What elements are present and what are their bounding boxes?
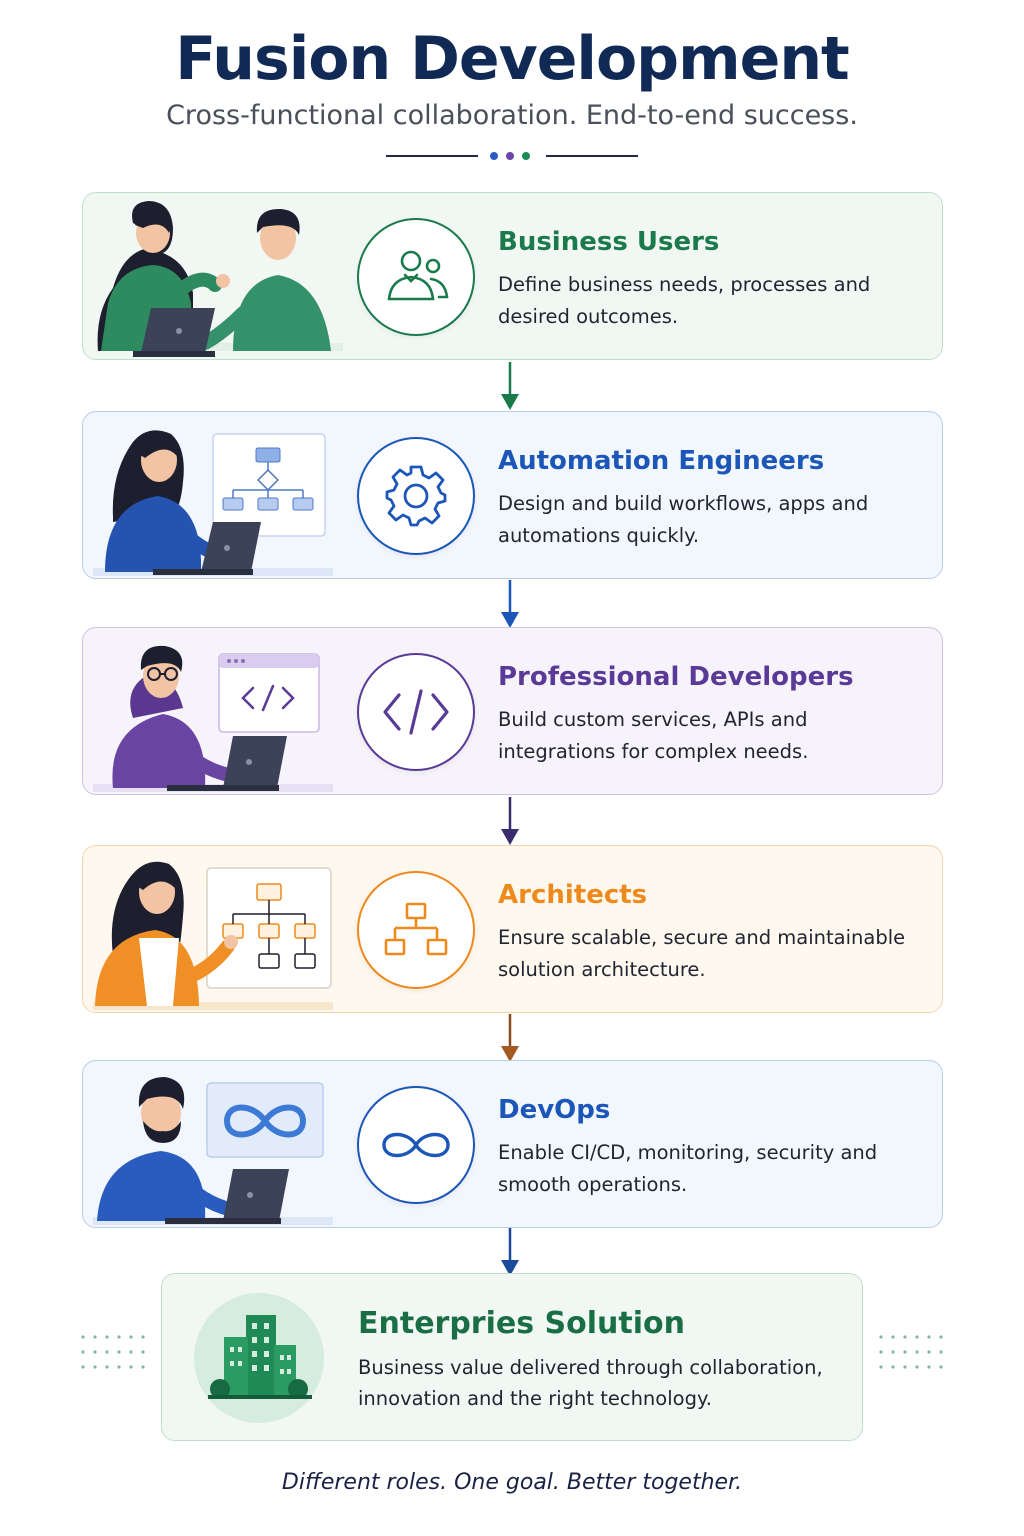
page-title: Fusion Development bbox=[175, 24, 849, 94]
role-description: Define business needs, processes and des… bbox=[498, 273, 871, 328]
infinity-icon bbox=[382, 1132, 450, 1158]
role-card-professional-developers: Professional Developers Build custom ser… bbox=[82, 627, 943, 795]
architects-icon-badge bbox=[357, 871, 475, 989]
page-subtitle: Cross-functional collaboration. End-to-e… bbox=[166, 100, 858, 131]
architects-illustration bbox=[93, 861, 333, 1010]
role-title: DevOps bbox=[498, 1095, 611, 1125]
code-icon bbox=[383, 689, 449, 735]
hierarchy-icon bbox=[384, 902, 448, 956]
outcome-card-enterprise-solution: Enterpries Solution Business value deliv… bbox=[161, 1273, 863, 1441]
role-title: Automation Engineers bbox=[498, 446, 825, 476]
role-card-automation-engineers: Automation Engineers Design and build wo… bbox=[82, 411, 943, 579]
automation-engineers-illustration bbox=[93, 430, 333, 576]
building-icon bbox=[208, 1315, 312, 1399]
professional-developers-illustration bbox=[93, 645, 333, 792]
outcome-title: Enterpries Solution bbox=[358, 1306, 685, 1341]
decorative-dots-right bbox=[879, 1335, 943, 1369]
role-title: Architects bbox=[498, 880, 648, 910]
role-description: Ensure scalable, secure and maintainable… bbox=[498, 926, 906, 981]
professional-developers-icon-badge bbox=[357, 653, 475, 771]
decorative-dots-left bbox=[81, 1335, 145, 1369]
automation-engineers-icon-badge bbox=[357, 437, 475, 555]
flow-arrow bbox=[501, 1014, 519, 1062]
flow-arrow bbox=[501, 580, 519, 628]
flow-arrow bbox=[501, 1228, 519, 1276]
role-description: Enable CI/CD, monitoring, security and s… bbox=[498, 1141, 878, 1196]
gear-icon bbox=[385, 465, 447, 527]
flow-arrow bbox=[501, 797, 519, 845]
role-card-business-users: Business Users Define business needs, pr… bbox=[82, 192, 943, 360]
title-divider bbox=[386, 152, 638, 160]
devops-icon-badge bbox=[357, 1086, 475, 1204]
role-card-devops: DevOps Enable CI/CD, monitoring, securit… bbox=[82, 1060, 943, 1228]
role-description: Build custom services, APIs and integrat… bbox=[498, 708, 809, 763]
business-users-icon-badge bbox=[357, 218, 475, 336]
role-description: Design and build workflows, apps and aut… bbox=[498, 492, 869, 547]
flow-arrow bbox=[501, 362, 519, 410]
role-card-architects: Architects Ensure scalable, secure and m… bbox=[82, 845, 943, 1013]
devops-illustration bbox=[93, 1077, 333, 1225]
outcome-description: Business value delivered through collabo… bbox=[358, 1356, 823, 1410]
role-title: Professional Developers bbox=[498, 662, 854, 692]
building-icon-badge bbox=[194, 1293, 324, 1423]
users-icon bbox=[387, 250, 449, 301]
business-users-illustration bbox=[97, 201, 343, 357]
role-title: Business Users bbox=[498, 227, 720, 257]
tagline: Different roles. One goal. Better togeth… bbox=[281, 1470, 743, 1495]
